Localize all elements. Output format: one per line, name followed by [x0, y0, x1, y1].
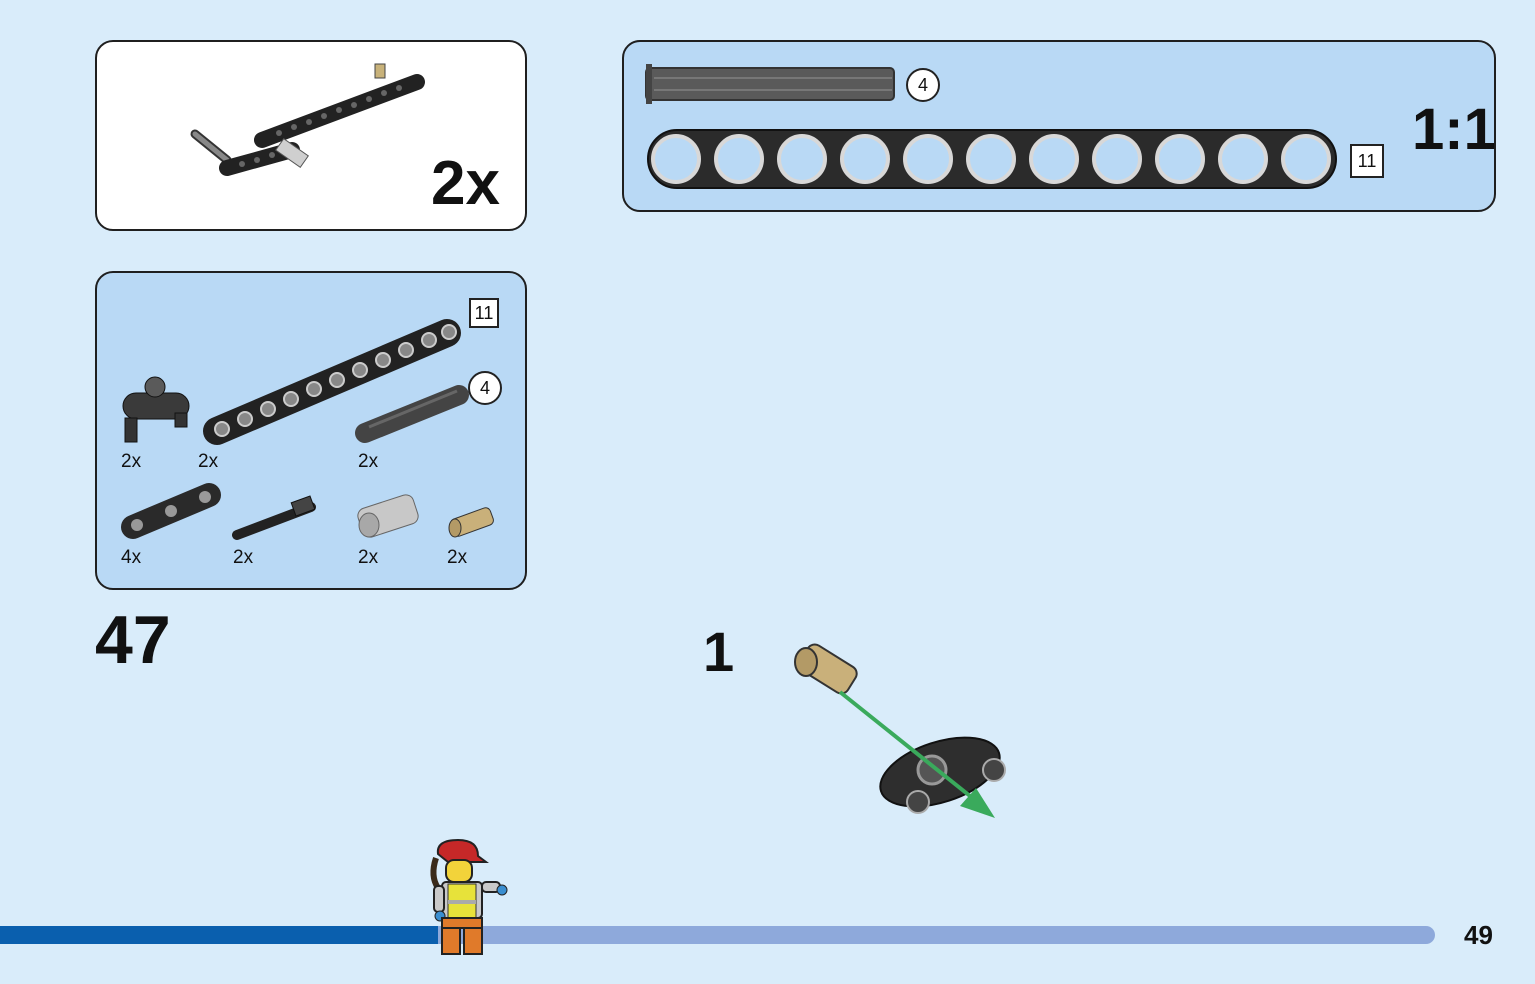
scale-callout: 4 11 1:1 [622, 40, 1496, 212]
tan-pin-part [448, 507, 494, 538]
axle-4-scale-drawing [645, 67, 895, 101]
axle-length-label: 4 [468, 371, 502, 405]
beam-11-part [203, 319, 461, 445]
tan-pin-drawing [794, 643, 858, 695]
substep-number: 1 [703, 620, 735, 683]
beam-length-label: 11 [469, 298, 499, 328]
parts-illustrations [121, 319, 494, 540]
part-quantity-axle-connector: 2x [358, 547, 379, 568]
build-step-illustration [794, 643, 1006, 818]
axle-4-part [355, 385, 469, 443]
submodel-assembly-illustration [190, 63, 425, 176]
progress-fill [0, 926, 438, 944]
axle-length-label: 4 [906, 68, 940, 102]
beam-3-part [121, 483, 221, 539]
part-quantity-tan-pin: 2x [447, 547, 468, 568]
scale-ratio-label: 1:1 [1412, 97, 1496, 162]
axle-pin-part [232, 495, 316, 540]
part-quantity-axle-4: 2x [358, 451, 379, 472]
scale-illustration [645, 64, 1337, 189]
parts-list: 11 4 2x 2x 2x 4x 2x 2x 2x [95, 271, 527, 590]
minifigure-worker [430, 838, 508, 955]
submodel-callout: 2x [95, 40, 527, 231]
beam-length-label: 11 [1350, 144, 1384, 178]
axle-connector-part [357, 494, 419, 538]
part-quantity-beam-connector: 2x [121, 451, 142, 472]
submodel-quantity: 2x [431, 149, 500, 218]
part-quantity-beam-11: 2x [198, 451, 219, 472]
part-quantity-axle-pin: 2x [233, 547, 254, 568]
insertion-arrow [838, 690, 995, 818]
beam-connector-part [122, 376, 190, 443]
part-quantity-beam-3: 4x [121, 547, 142, 568]
step-number: 47 [95, 602, 171, 678]
page-number: 49 [1464, 920, 1493, 950]
